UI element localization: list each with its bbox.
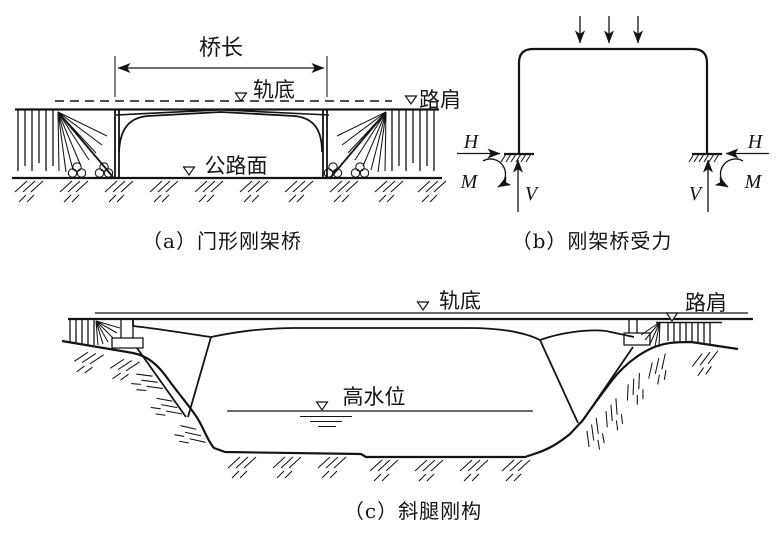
m-arc-left [482, 158, 512, 188]
h-label-right: H [747, 131, 764, 153]
m-label-right: M [744, 171, 763, 193]
portal-frame-outline [517, 47, 709, 153]
left-abutment [69, 319, 144, 349]
level-mark-icon [315, 401, 329, 411]
left-inclined-leg [136, 336, 212, 418]
high-water-level: 高水位 [227, 385, 533, 428]
right-abutment [623, 319, 722, 348]
high-water-label: 高水位 [343, 385, 406, 409]
rail-bottom-label-a: 轨底 [253, 78, 295, 102]
ground-hatching [14, 180, 447, 203]
m-arc-right [714, 158, 744, 188]
level-mark-icon [234, 92, 248, 102]
girder-underside-c [132, 319, 635, 341]
terrain-hatching [72, 349, 723, 482]
girder-top-peak-line [115, 109, 330, 116]
caption-a: （a）门形刚架桥 [142, 229, 302, 253]
v-label-left: V [525, 183, 540, 205]
right-inclined-leg [539, 339, 634, 424]
panel-a-portal-frame-bridge: 桥长 轨底 路肩 公路面 （a）门形刚架桥 [12, 36, 461, 253]
rail-bottom-label-c: 轨底 [439, 289, 481, 313]
m-label-left: M [460, 171, 479, 193]
highway-surface-label: 公路面 [205, 154, 268, 178]
left-embankment [17, 110, 114, 178]
level-mark-icon [404, 95, 418, 105]
bridge-length-label: 桥长 [199, 36, 243, 61]
valley-terrain-line [61, 339, 739, 459]
road-shoulder-label-c: 路肩 [685, 291, 727, 315]
left-support [500, 152, 534, 163]
h-label-left: H [463, 131, 480, 153]
v-label-right: V [689, 183, 704, 205]
right-support [688, 152, 722, 163]
right-embankment [330, 110, 435, 178]
level-mark-icon [182, 166, 196, 176]
level-mark-icon [416, 301, 430, 311]
panel-b-frame-forces: H H M M V V （b）刚架桥受力 [457, 16, 769, 253]
panel-c-inclined-leg-frame: 高水位 轨底 路肩 （c）斜腿刚构 [61, 289, 753, 523]
road-shoulder-label-a: 路肩 [419, 88, 461, 112]
girder-underside [118, 111, 323, 153]
bridge-length-dimension: 桥长 [114, 36, 328, 97]
distributed-load-arrows [575, 16, 643, 44]
caption-c: （c）斜腿刚构 [344, 499, 482, 523]
frame-legs [114, 110, 328, 178]
caption-b: （b）刚架桥受力 [512, 229, 673, 253]
